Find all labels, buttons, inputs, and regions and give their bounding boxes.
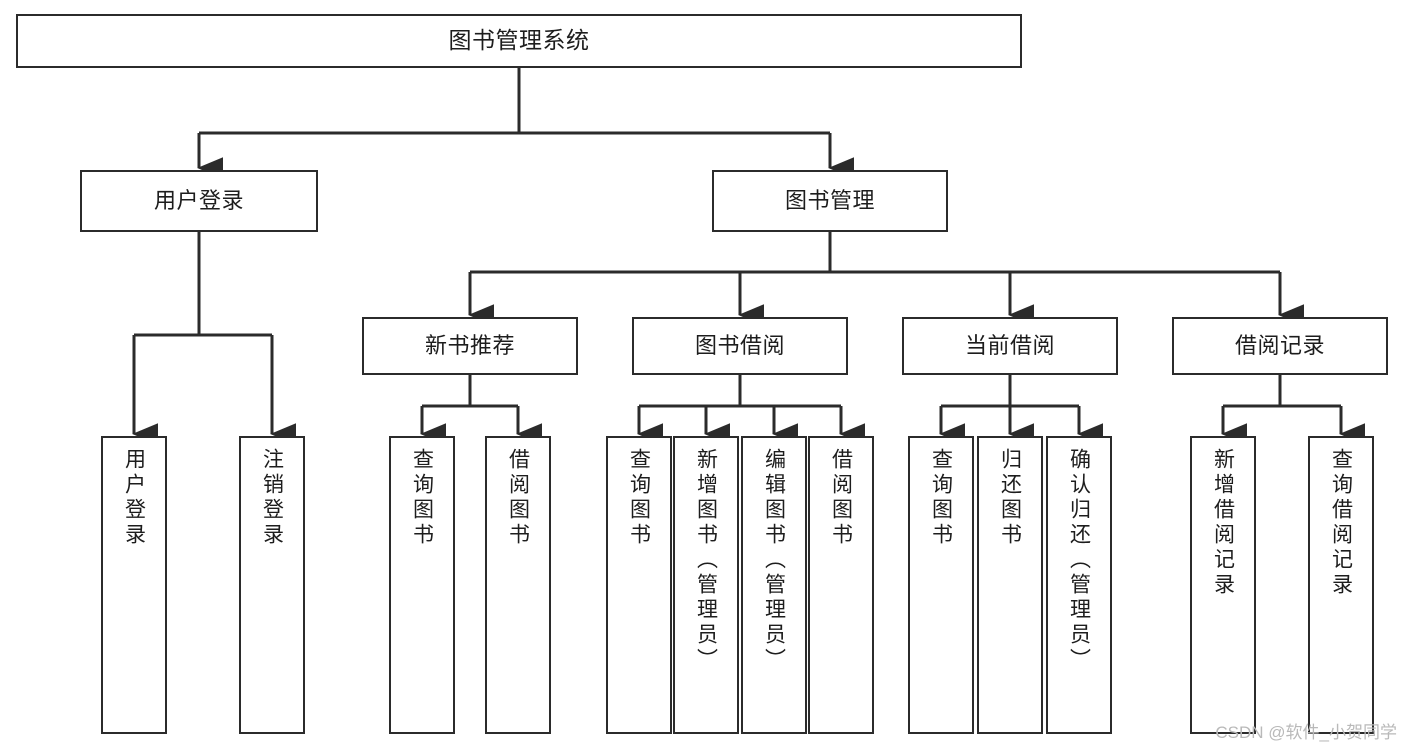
node-leaf-user-login[interactable]: 用户登录 — [101, 436, 167, 734]
node-book-borrow-label: 图书借阅 — [694, 332, 785, 358]
node-current-borrow-label: 当前借阅 — [964, 332, 1055, 358]
node-leaf-borrow-books-recommend-label: 借阅图书 — [506, 448, 530, 548]
node-leaf-add-book-admin-label: 新增图书（管理员） — [694, 448, 718, 673]
node-leaf-return-books-label: 归还图书 — [998, 448, 1022, 548]
node-leaf-logout-login-label: 注销登录 — [260, 448, 284, 548]
node-leaf-borrow-books[interactable]: 借阅图书 — [808, 436, 874, 734]
node-system-title-label: 图书管理系统 — [448, 27, 590, 54]
node-book-management[interactable]: 图书管理 — [712, 170, 948, 232]
node-leaf-query-books-borrow-label: 查询图书 — [627, 448, 651, 548]
node-leaf-add-borrow-record[interactable]: 新增借阅记录 — [1190, 436, 1256, 734]
node-leaf-add-borrow-record-label: 新增借阅记录 — [1211, 448, 1235, 598]
node-user-login[interactable]: 用户登录 — [80, 170, 318, 232]
node-leaf-query-borrow-record[interactable]: 查询借阅记录 — [1308, 436, 1374, 734]
node-leaf-query-books-current-label: 查询图书 — [929, 448, 953, 548]
node-leaf-borrow-books-recommend[interactable]: 借阅图书 — [485, 436, 551, 734]
node-leaf-query-books-borrow[interactable]: 查询图书 — [606, 436, 672, 734]
node-borrow-record-label: 借阅记录 — [1234, 332, 1325, 358]
node-book-borrow[interactable]: 图书借阅 — [632, 317, 848, 375]
node-new-book-recommend-label: 新书推荐 — [424, 332, 515, 358]
node-leaf-borrow-books-label: 借阅图书 — [829, 448, 853, 548]
node-leaf-query-books-recommend[interactable]: 查询图书 — [389, 436, 455, 734]
node-leaf-logout-login[interactable]: 注销登录 — [239, 436, 305, 734]
node-leaf-query-borrow-record-label: 查询借阅记录 — [1329, 448, 1353, 598]
node-leaf-edit-book-admin[interactable]: 编辑图书（管理员） — [741, 436, 807, 734]
node-book-management-label: 图书管理 — [784, 187, 875, 213]
node-new-book-recommend[interactable]: 新书推荐 — [362, 317, 578, 375]
node-user-login-label: 用户登录 — [153, 187, 244, 213]
node-system-title[interactable]: 图书管理系统 — [16, 14, 1022, 68]
node-leaf-query-books-recommend-label: 查询图书 — [410, 448, 434, 548]
node-leaf-return-books[interactable]: 归还图书 — [977, 436, 1043, 734]
node-leaf-confirm-return-admin-label: 确认归还（管理员） — [1067, 448, 1091, 673]
node-leaf-edit-book-admin-label: 编辑图书（管理员） — [762, 448, 786, 673]
node-borrow-record[interactable]: 借阅记录 — [1172, 317, 1388, 375]
node-leaf-query-books-current[interactable]: 查询图书 — [908, 436, 974, 734]
node-leaf-confirm-return-admin[interactable]: 确认归还（管理员） — [1046, 436, 1112, 734]
node-leaf-user-login-label: 用户登录 — [122, 448, 146, 548]
node-leaf-add-book-admin[interactable]: 新增图书（管理员） — [673, 436, 739, 734]
node-current-borrow[interactable]: 当前借阅 — [902, 317, 1118, 375]
